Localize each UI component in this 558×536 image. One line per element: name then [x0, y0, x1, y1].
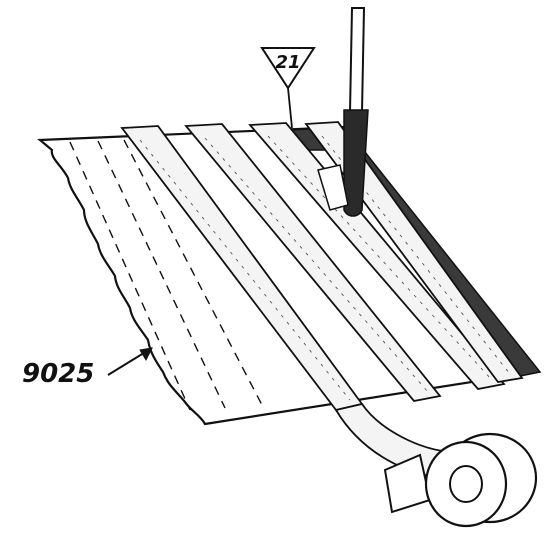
- tool-lifted-tape: [317, 164, 349, 211]
- tool-handle: [348, 7, 366, 113]
- warning-triangle-icon: [260, 47, 316, 90]
- roll-core: [449, 465, 483, 503]
- applicator-tool: [317, 7, 369, 217]
- callout-21: 21: [260, 47, 316, 129]
- tape-strip-3: [248, 122, 506, 390]
- dashed-guide-lines: [69, 139, 263, 411]
- tool-blade: [343, 109, 369, 217]
- tape-strip-2: [184, 123, 442, 402]
- material-label: 9025: [22, 359, 94, 389]
- callout-21-leader: [287, 87, 293, 129]
- callout-9025: 9025: [22, 347, 153, 389]
- arrow-head: [139, 347, 153, 362]
- tape-texture: [139, 135, 511, 401]
- callout-21-label: 21: [275, 52, 300, 73]
- tape-roll-dispenser: [383, 432, 538, 528]
